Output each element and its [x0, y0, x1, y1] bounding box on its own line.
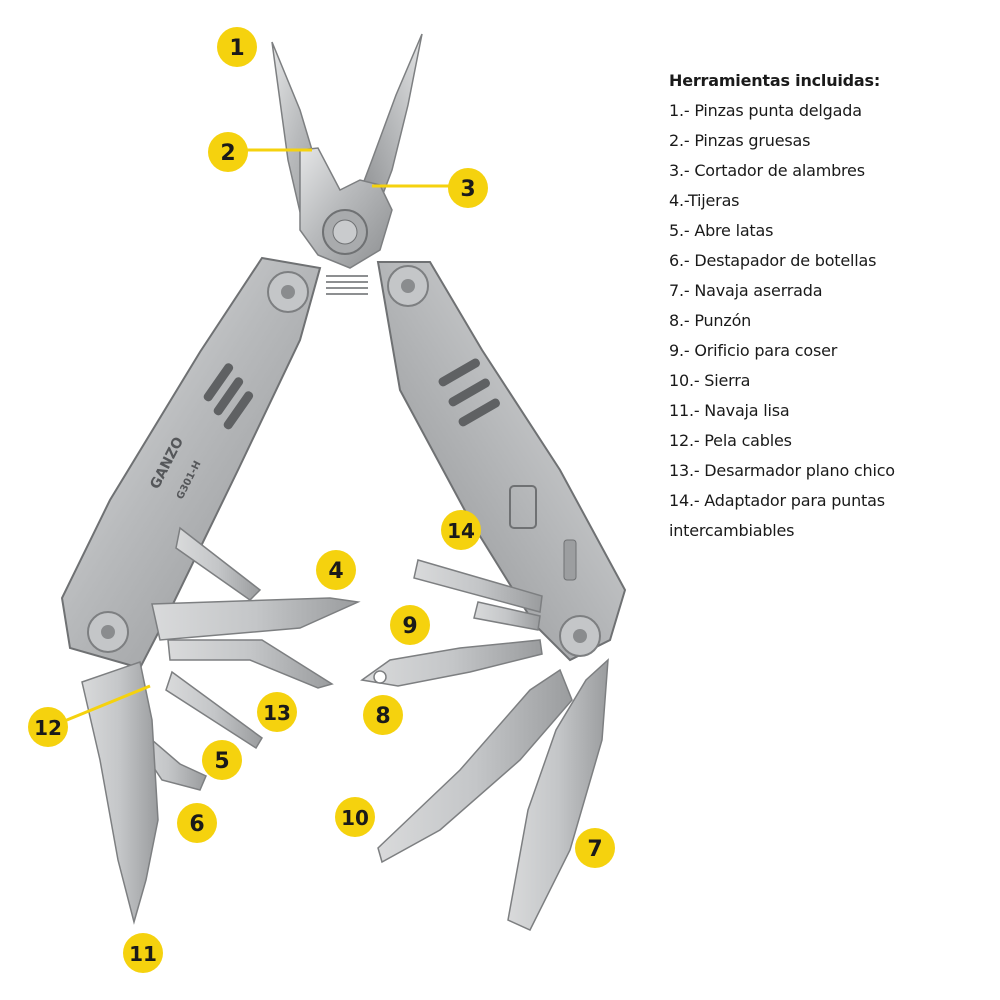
badge-5: 5 [202, 740, 242, 780]
right-handle [376, 261, 627, 662]
badge-2: 2 [208, 132, 248, 172]
svg-text:13: 13 [263, 701, 291, 725]
tool-items: 1.- Pinzas punta delgada 2.- Pinzas grue… [669, 96, 989, 546]
badges: 1 2 3 4 5 6 7 8 9 10 11 12 13 14 [28, 27, 615, 973]
badge-3: 3 [448, 168, 488, 208]
pliers-jaws [271, 33, 423, 295]
badge-10: 10 [335, 797, 375, 837]
included-tools-list: Herramientas incluidas: 1.- Pinzas punta… [669, 66, 989, 546]
svg-text:2: 2 [220, 141, 235, 166]
list-item: 6.- Destapador de botellas [669, 251, 877, 270]
leader-lines [61, 148, 452, 724]
svg-text:9: 9 [402, 614, 417, 639]
list-item: 13.- Desarmador plano chico [669, 461, 895, 480]
svg-text:7: 7 [587, 837, 602, 862]
list-item: 10.- Sierra [669, 371, 751, 390]
badge-1: 1 [217, 27, 257, 67]
badge-6: 6 [177, 803, 217, 843]
badge-12: 12 [28, 707, 68, 747]
badge-11: 11 [123, 933, 163, 973]
svg-text:11: 11 [129, 942, 157, 966]
list-item: 14.- Adaptador para puntas intercambiabl… [669, 491, 885, 540]
list-heading: Herramientas incluidas: [669, 71, 881, 90]
list-item: 11.- Navaja lisa [669, 401, 790, 420]
svg-text:8: 8 [375, 704, 390, 729]
badge-13: 13 [257, 692, 297, 732]
list-item: 2.- Pinzas gruesas [669, 131, 811, 150]
list-item: 5.- Abre latas [669, 221, 774, 240]
badge-14: 14 [441, 510, 481, 550]
svg-text:5: 5 [214, 749, 229, 774]
list-item: 12.- Pela cables [669, 431, 792, 450]
svg-text:14: 14 [447, 519, 475, 543]
list-item: 7.- Navaja aserrada [669, 281, 823, 300]
list-item: 8.- Punzón [669, 311, 752, 330]
badge-8: 8 [363, 695, 403, 735]
list-item: 1.- Pinzas punta delgada [669, 101, 862, 120]
svg-text:3: 3 [460, 177, 475, 202]
list-item: 3.- Cortador de alambres [669, 161, 865, 180]
list-item: 4.-Tijeras [669, 191, 740, 210]
svg-text:12: 12 [34, 716, 62, 740]
left-tools [81, 526, 361, 925]
svg-text:4: 4 [328, 559, 343, 584]
badge-4: 4 [316, 550, 356, 590]
badge-7: 7 [575, 828, 615, 868]
list-item: 9.- Orificio para coser [669, 341, 838, 360]
svg-text:1: 1 [229, 36, 244, 61]
svg-text:6: 6 [189, 812, 204, 837]
left-handle: GANZO G301-H [60, 256, 322, 670]
badge-9: 9 [390, 605, 430, 645]
svg-text:10: 10 [341, 806, 369, 830]
right-tools [360, 559, 609, 931]
